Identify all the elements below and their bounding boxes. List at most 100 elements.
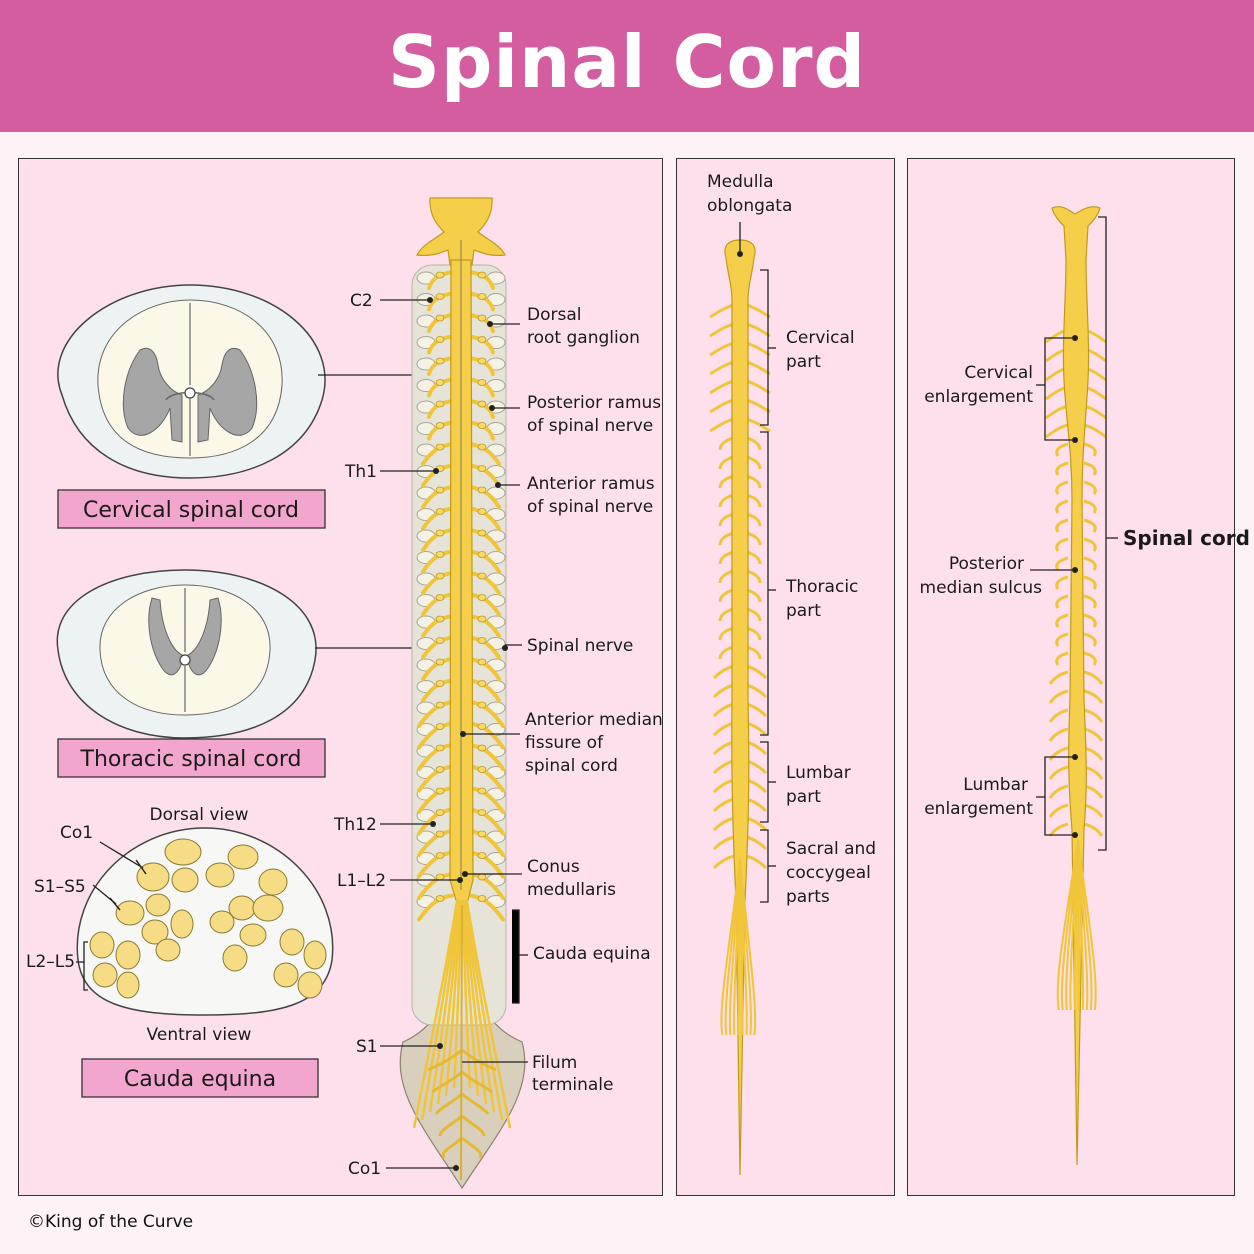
ganglion-right [477,336,487,343]
right-cord [1045,206,1107,1166]
sacral-nerve-left [431,1070,463,1094]
conus-label-1: Conus [527,857,580,877]
right-root-left [1048,822,1069,837]
right-root-right [1083,461,1097,476]
nerve-right [468,549,501,574]
l1-l2-label: L1–L2 [337,871,386,891]
sacral-part-label-3: parts [786,887,830,907]
ganglion-left [435,852,445,859]
panel-middle [676,158,895,1196]
ganglion-left [435,443,445,451]
ganglion-right [477,895,487,902]
nerve-right [468,592,501,617]
middle-root-right [745,854,768,870]
ganglion-left [435,637,445,644]
ganglion-left [435,895,445,902]
ganglion-right [477,508,487,515]
ganglion-left [435,508,445,515]
ganglion-left [435,379,445,386]
middle-root-left [712,816,735,832]
nerve-left [421,549,454,574]
ganglion-right [477,293,487,300]
nerve-left [417,700,454,728]
cauda-strand [464,899,504,1121]
th12-label: Th12 [333,815,377,835]
middle-root-left [709,379,735,395]
amf-label-1: Anterior median [525,710,663,730]
right-root-left [1048,689,1069,704]
page-title: Spinal Cord [387,20,866,104]
ganglion-right [477,637,487,644]
sacral-nerve-left [441,1136,463,1159]
ganglion-right [477,465,487,472]
middle-root-left [709,417,735,433]
middle-root-left [709,398,735,414]
right-root-left [1048,803,1069,818]
ganglion-right [477,701,487,709]
right-root-right [1083,423,1107,439]
amf-label-2: fissure of [525,733,604,753]
sacral-nerve-right [461,1092,490,1115]
right-root-left [1055,651,1069,666]
drg-label-1: Dorsal [527,305,581,325]
middle-root-left [712,740,735,756]
ganglion-right [477,443,487,451]
ganglion-right [477,422,487,429]
middle-cord [709,239,771,1176]
ganglion-right [477,572,487,580]
ganglion-right [477,314,487,322]
nerve-right [468,571,501,595]
middle-cauda-strand [739,859,757,1036]
middle-root-right [745,816,768,832]
right-root-right [1083,404,1107,420]
ganglion-left [435,551,445,558]
nerve-right [468,614,501,638]
right-root-right [1083,822,1104,837]
cauda-strand [420,899,460,1121]
cauda-equina-label: Cauda equina [124,1067,276,1092]
right-root-right [1083,632,1097,647]
cauda-strand [465,899,512,1129]
nerve-right [468,485,501,509]
nerve-left [417,786,454,814]
right-root-left [1055,442,1069,457]
right-root-right [1083,518,1097,533]
ventral-view-label: Ventral view [147,1025,252,1045]
right-root-right [1083,537,1097,552]
box-cauda: Cauda equina [81,1058,319,1098]
conus-label-2: medullaris [527,880,616,900]
nerve-left [421,678,454,703]
sacral-nerve-left [434,1092,463,1115]
ganglion-right [477,551,487,558]
right-root-left [1055,556,1069,571]
ganglion-left [435,701,445,709]
ganglion-right [477,615,487,623]
title-banner: Spinal Cord [0,0,1254,132]
lumbar-enlargement-label-2: enlargement [924,799,1033,819]
ganglion-right [477,723,487,730]
middle-root-left [712,835,735,851]
right-root-right [1083,651,1097,666]
middle-root-right [745,664,768,680]
middle-cauda [720,859,757,1036]
right-root-left [1048,670,1069,685]
sacral-nerve-right [461,1070,493,1094]
ganglion-left [435,572,445,580]
nerve-left [421,635,454,660]
ganglion-right [477,830,487,838]
credit: ©King of the Curve [28,1212,194,1232]
box-thoracic: Thoracic spinal cord [57,738,326,778]
nerve-left [421,571,454,595]
cauda-strand [461,899,472,1089]
right-root-right [1083,556,1097,571]
right-root-left [1055,594,1069,609]
thoracic-cross-section [56,569,493,739]
right-root-left [1055,632,1069,647]
s1-s5-label: S1–S5 [34,877,86,897]
right-root-right [1083,480,1097,495]
co1-root-label: Co1 [60,823,93,843]
cauda-strand [462,899,480,1097]
ganglion-right [477,379,487,386]
nerve-roots [89,838,327,999]
nerve-left [417,764,454,793]
